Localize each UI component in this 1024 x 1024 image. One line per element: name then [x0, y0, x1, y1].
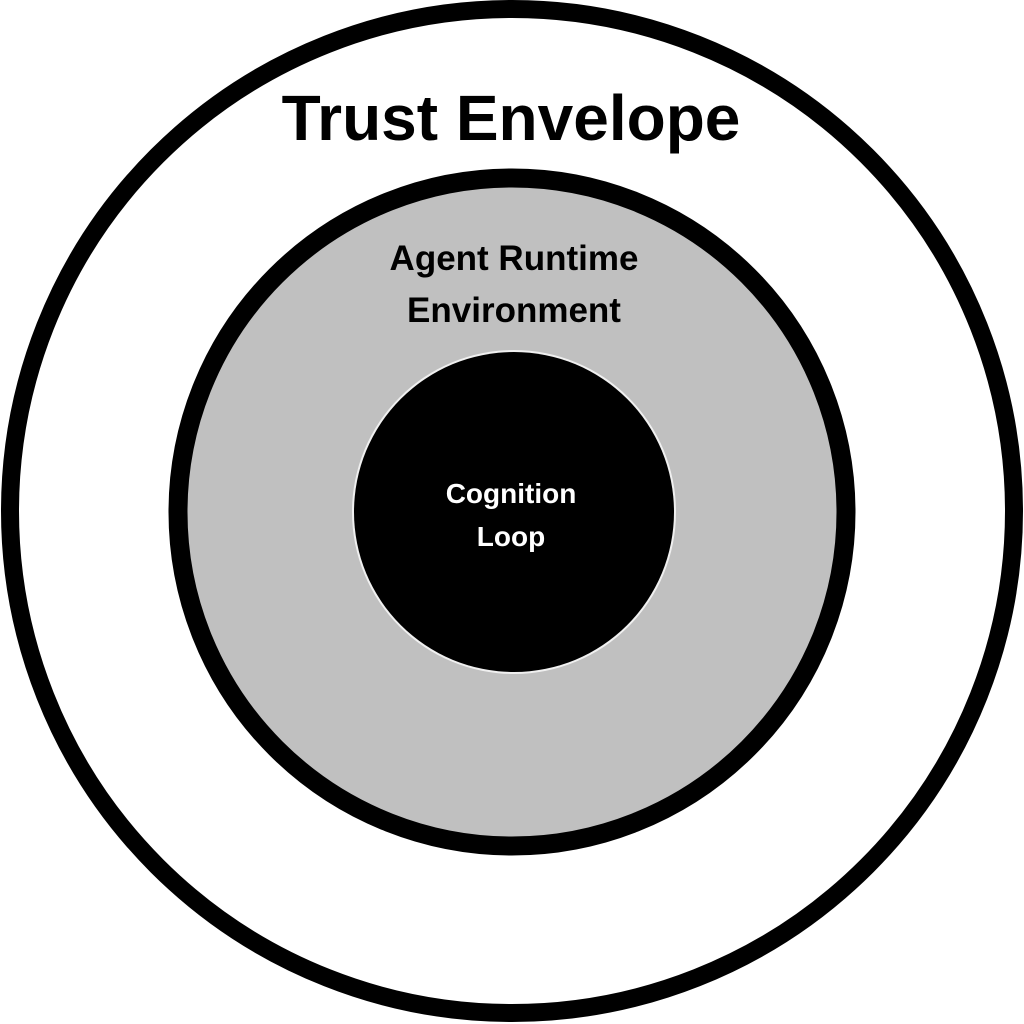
cognition-loop-label-line-1: Cognition: [446, 478, 577, 509]
agent-runtime-label-line-1: Agent Runtime: [390, 239, 639, 278]
agent-runtime-label-line-2: Environment: [407, 291, 621, 330]
cognition-loop-layer: [354, 352, 674, 672]
cognition-loop-label-line-2: Loop: [477, 521, 545, 552]
trust-envelope-label: Trust Envelope: [282, 82, 741, 154]
